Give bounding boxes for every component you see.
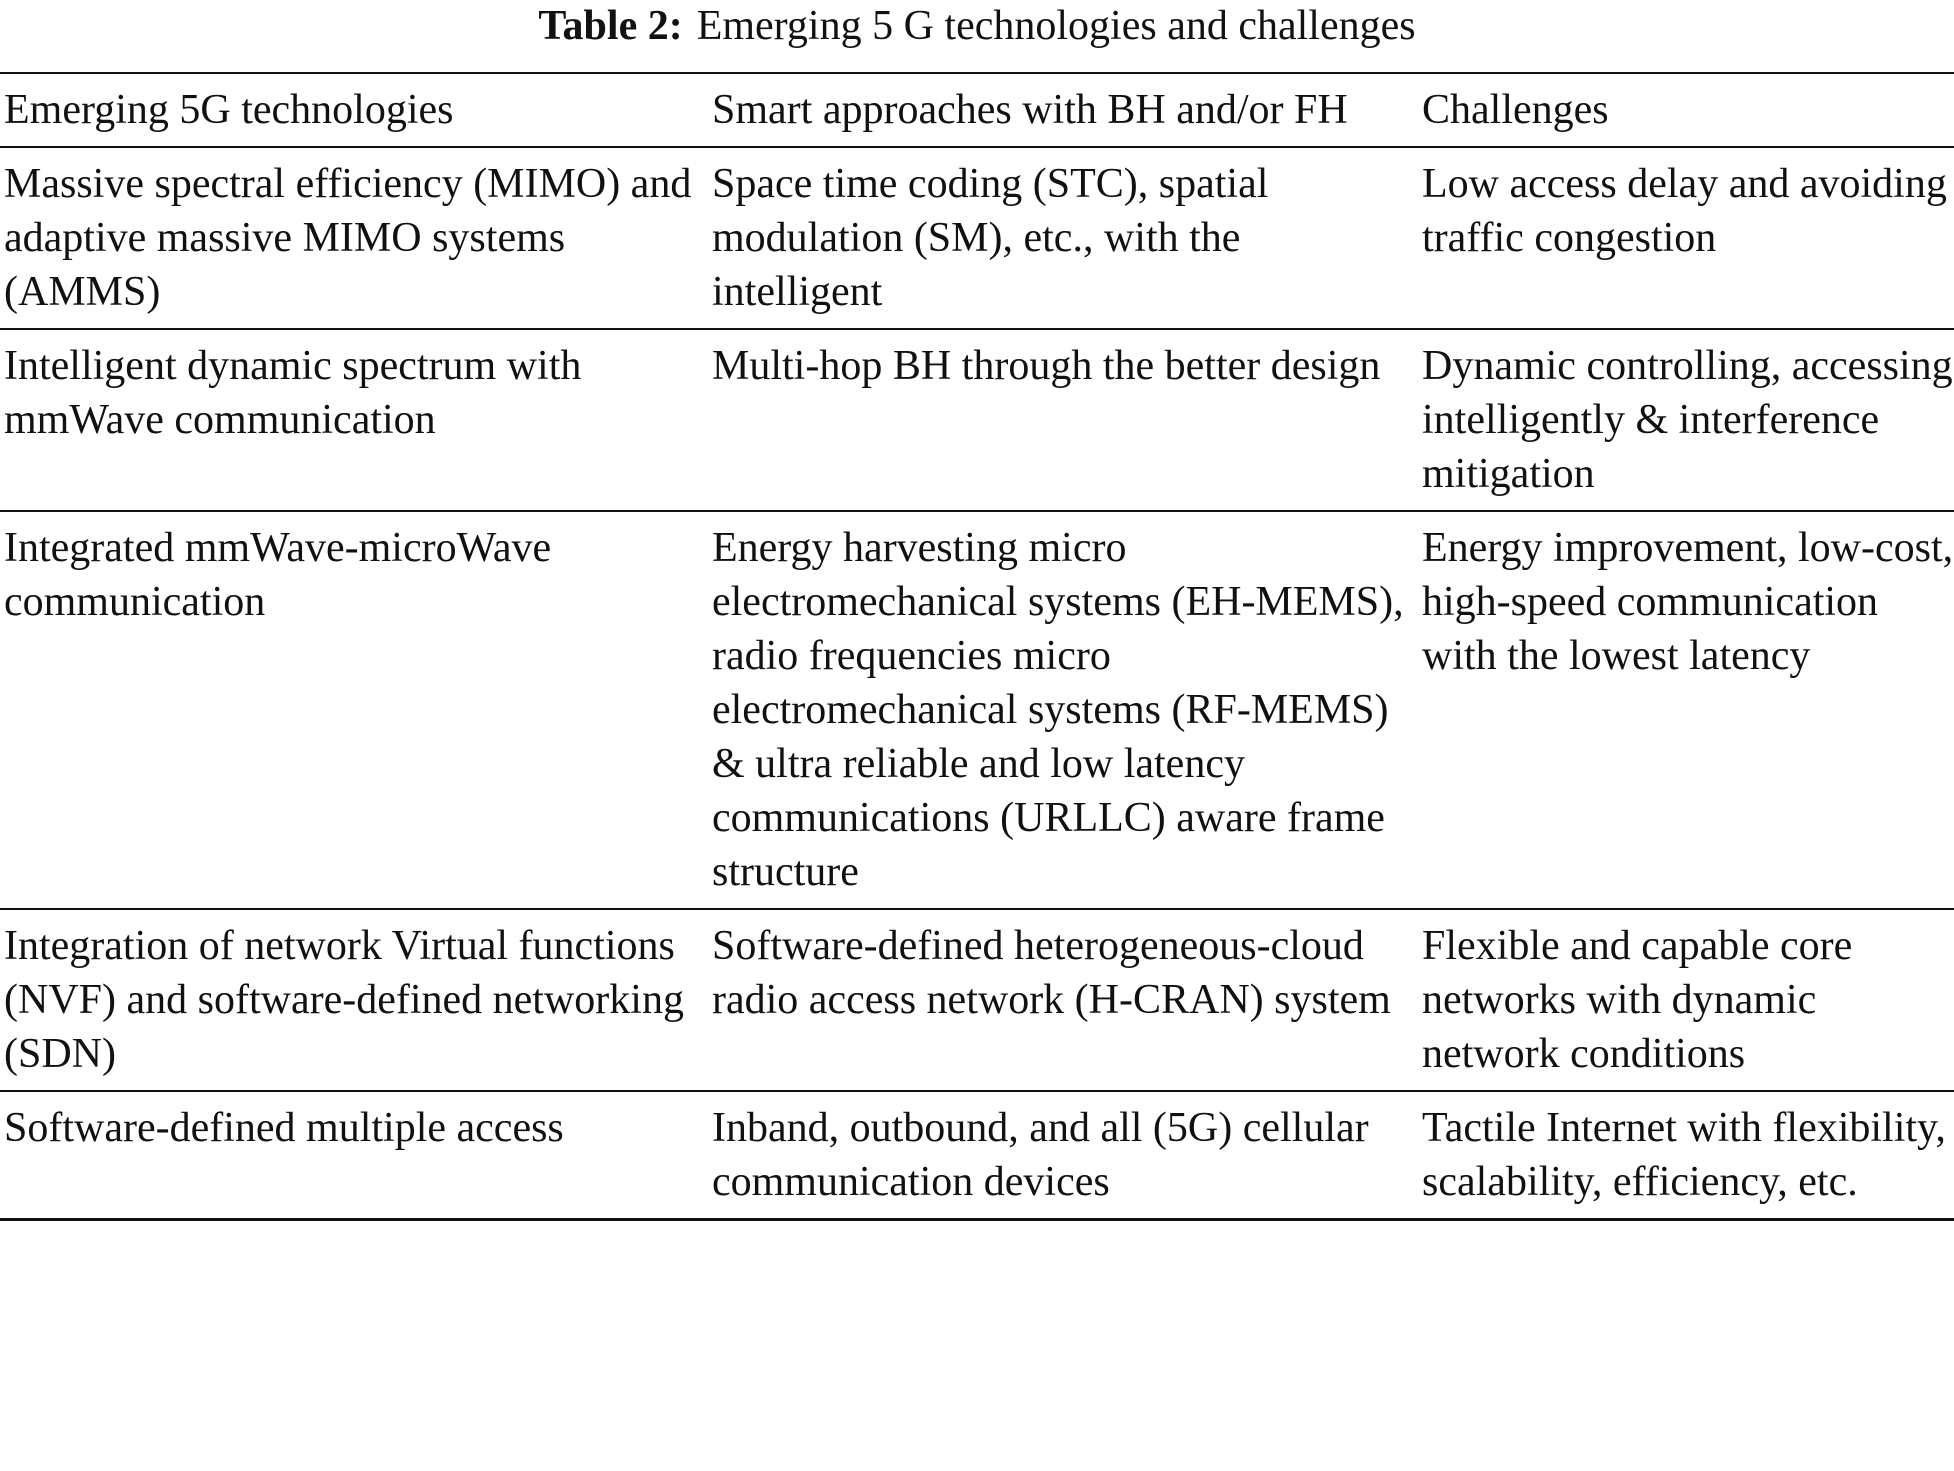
cell-approach: Software-defined heterogeneous-cloud rad… <box>708 909 1418 1092</box>
table-row: Intelligent dynamic spectrum with mmWave… <box>0 329 1954 512</box>
cell-challenge: Tactile Internet with flexibility, scala… <box>1418 1091 1954 1221</box>
cell-technology: Software-defined multiple access <box>0 1091 708 1221</box>
cell-approach: Space time coding (STC), spatial modulat… <box>708 147 1418 330</box>
header-row: Emerging 5G technologies Smart approache… <box>0 72 1954 148</box>
cell-approach: Energy harvesting micro electromechanica… <box>708 511 1418 910</box>
table-row: Software-defined multiple access Inband,… <box>0 1091 1954 1221</box>
cell-technology: Intelligent dynamic spectrum with mmWave… <box>0 329 708 512</box>
cell-technology: Integrated mmWave-microWave communicatio… <box>0 511 708 910</box>
table-header: Emerging 5G technologies Smart approache… <box>0 72 1954 148</box>
technologies-table: Emerging 5G technologies Smart approache… <box>0 72 1954 1221</box>
table-body: Massive spectral efficiency (MIMO) and a… <box>0 147 1954 1221</box>
header-smart-approaches: Smart approaches with BH and/or FH <box>708 72 1418 148</box>
cell-challenge: Energy improvement, low-cost, high-speed… <box>1418 511 1954 910</box>
cell-challenge: Low access delay and avoiding traffic co… <box>1418 147 1954 330</box>
cell-technology: Integration of network Virtual functions… <box>0 909 708 1092</box>
cell-challenge: Dynamic controlling, accessing intellige… <box>1418 329 1954 512</box>
table-row: Integrated mmWave-microWave communicatio… <box>0 511 1954 910</box>
header-technologies: Emerging 5G technologies <box>0 72 708 148</box>
table-row: Massive spectral efficiency (MIMO) and a… <box>0 147 1954 330</box>
table-row: Integration of network Virtual functions… <box>0 909 1954 1092</box>
cell-challenge: Flexible and capable core networks with … <box>1418 909 1954 1092</box>
cell-approach: Multi-hop BH through the better design <box>708 329 1418 512</box>
table-caption-label: Table 2: <box>538 3 683 49</box>
header-challenges: Challenges <box>1418 72 1954 148</box>
table-caption: Table 2: Emerging 5 G technologies and ch… <box>0 0 1954 60</box>
cell-approach: Inband, outbound, and all (5G) cellular … <box>708 1091 1418 1221</box>
table-caption-text: Emerging 5 G technologies and challenges <box>696 3 1416 49</box>
cell-technology: Massive spectral efficiency (MIMO) and a… <box>0 147 708 330</box>
